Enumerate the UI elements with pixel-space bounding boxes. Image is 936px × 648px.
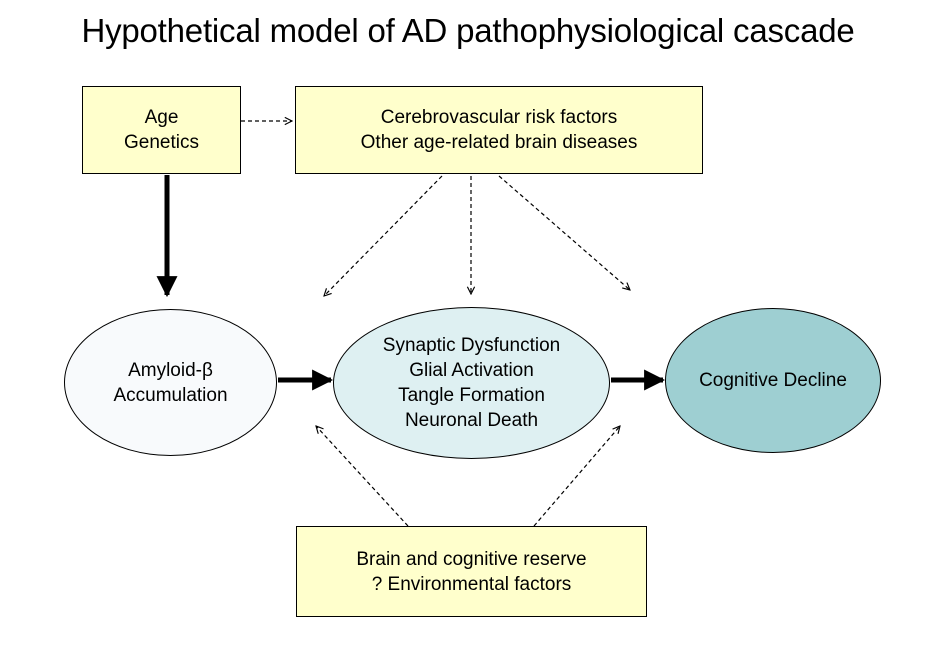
node-cognitive-line-1: Cognitive Decline xyxy=(699,370,847,391)
node-reserve-line-1: Brain and cognitive reserve xyxy=(356,548,587,570)
node-synaptic-line-1: Synaptic Dysfunction xyxy=(382,335,561,356)
node-amyloid-line-2: Accumulation xyxy=(113,384,228,406)
node-synaptic-dysfunction: Synaptic Dysfunction Glial Activation Ta… xyxy=(333,307,610,459)
node-brain-cognitive-reserve: Brain and cognitive reserve ? Environmen… xyxy=(296,526,647,617)
node-synaptic-line-2: Glial Activation xyxy=(409,360,534,381)
edge-reserve-to-left-gap xyxy=(316,426,409,527)
node-cerebrovascular-risk: Cerebrovascular risk factors Other age-r… xyxy=(295,86,703,174)
node-age-genetics-line-2: Genetics xyxy=(124,132,199,153)
edge-reserve-to-right-gap xyxy=(533,426,620,527)
node-age-genetics-line-1: Age xyxy=(144,107,179,128)
node-amyloid-accumulation: Amyloid-β Accumulation xyxy=(64,309,277,456)
diagram-title: Hypothetical model of AD pathophysiologi… xyxy=(81,12,855,49)
edge-cerebrovascular-to-right-gap xyxy=(498,175,630,290)
node-age-genetics: Age Genetics xyxy=(82,86,241,174)
node-synaptic-line-4: Neuronal Death xyxy=(404,410,539,431)
node-cognitive-decline: Cognitive Decline xyxy=(665,308,881,453)
node-amyloid-line-1: Amyloid-β xyxy=(128,359,213,381)
node-cerebrovascular-line-2: Other age-related brain diseases xyxy=(360,132,638,153)
node-reserve-line-2: ? Environmental factors xyxy=(371,573,572,595)
edge-cerebrovascular-to-left-gap xyxy=(324,175,443,296)
node-cerebrovascular-line-1: Cerebrovascular risk factors xyxy=(380,107,618,128)
node-synaptic-line-3: Tangle Formation xyxy=(398,385,545,406)
